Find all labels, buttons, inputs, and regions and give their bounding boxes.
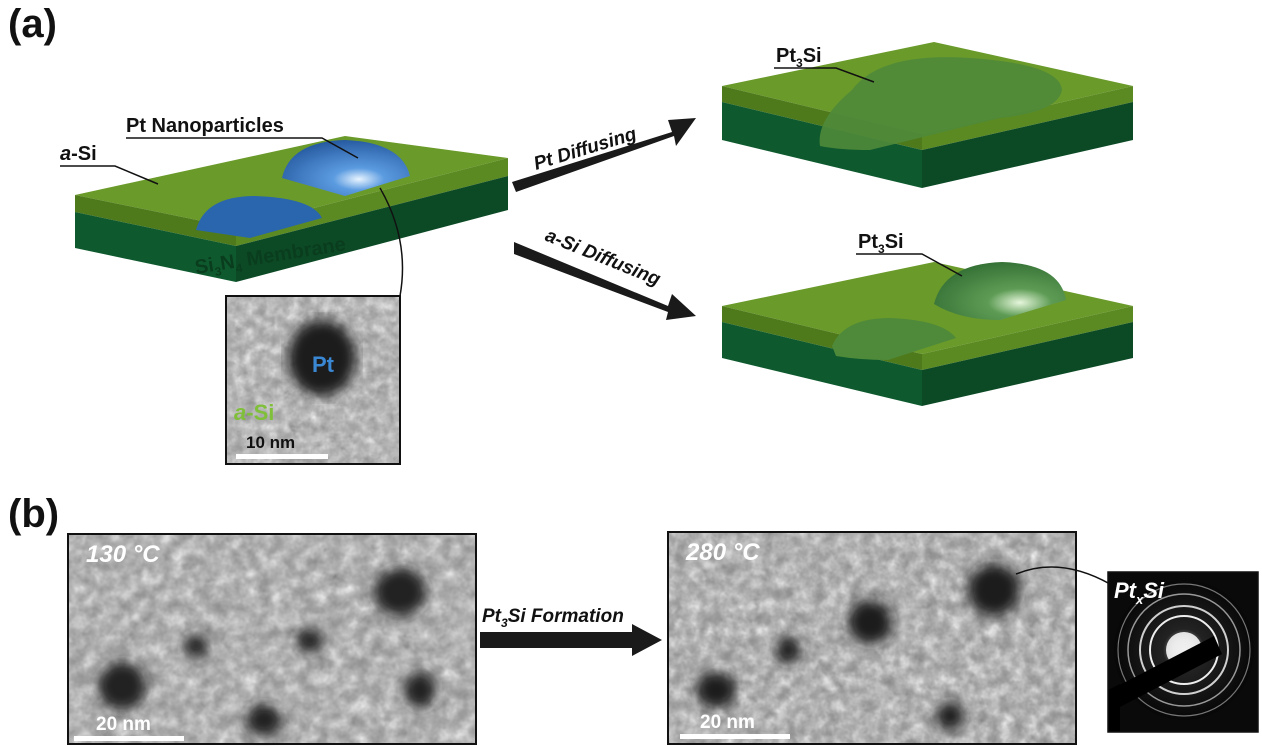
top-slab-membrane-side (922, 102, 1133, 188)
pt3si-top-leader-line (774, 67, 875, 83)
diffraction-ring-4 (1117, 583, 1251, 717)
pt3si-small-particle (832, 318, 956, 360)
arrow-pt3si-formation-label: Pt3Si Formation (482, 606, 624, 630)
inset-scale-label: 10 nm (246, 433, 295, 452)
inset-pt-particle (288, 320, 356, 396)
pt-nanoparticle-large (282, 140, 410, 196)
scale-bar-left (74, 736, 184, 741)
bottom-slab-asi-side (922, 306, 1133, 370)
beam-stop (1110, 636, 1222, 708)
diffraction-ring-2 (1139, 605, 1229, 695)
pt3si-top-label: Pt3Si (776, 45, 822, 70)
scale-label-left: 20 nm (96, 714, 151, 735)
diffraction-connector-line (1015, 566, 1111, 585)
asi-leader-line (60, 165, 159, 185)
inset-asi-label: a-Si (234, 400, 274, 425)
pt3si-region-top (819, 57, 1062, 150)
asi-label: a-Si (60, 143, 97, 165)
ptxsi-label: PtxSi (1114, 578, 1165, 607)
scale-bar-right (680, 734, 790, 739)
arrow-pt-diffusing (512, 118, 696, 192)
bottom-slab-membrane-side (922, 322, 1133, 406)
temp-label-280: 280 °C (685, 539, 760, 566)
asi-front-edge (75, 195, 236, 246)
bottom-slab-membrane-front (722, 322, 922, 406)
diffraction-ring-3 (1127, 593, 1241, 707)
inset-tem-image: Pt a-Si 10 nm (225, 295, 401, 465)
temp-label-130: 130 °C (86, 541, 160, 568)
pt3si-large-particle (934, 262, 1066, 320)
pt-nanoparticle-small (196, 196, 322, 238)
arrow-pt3si-formation (480, 624, 662, 656)
inset-pt-label: Pt (312, 352, 335, 377)
membrane-front (75, 212, 236, 282)
pt-nanoparticles-leader-line (126, 137, 359, 159)
substrate-slab-pt-diffusing (722, 42, 1133, 188)
scale-label-right: 20 nm (700, 712, 755, 733)
panel-a-label: (a) (8, 2, 57, 46)
diffraction-pattern: PtxSi (1107, 571, 1259, 733)
tem-image-280c: 280 °C 20 nm (667, 531, 1077, 745)
panel-b-label: (b) (8, 492, 60, 536)
arrow-asi-diffusing (514, 242, 696, 320)
tem-image-130c: 130 °C 20 nm (67, 533, 477, 745)
pt-nanoparticles-label: Pt Nanoparticles (126, 115, 284, 137)
asi-side-edge (236, 158, 508, 246)
substrate-slab-asi-diffusing (722, 262, 1133, 406)
inset-scale-bar (236, 454, 328, 459)
substrate-slab-main (75, 136, 508, 282)
pt3si-bottom-leader-line (856, 253, 963, 277)
pt3si-bottom-label: Pt3Si (858, 231, 904, 256)
membrane-side (236, 176, 508, 282)
top-slab-asi-side (922, 86, 1133, 150)
inset-connector-line (379, 187, 404, 301)
